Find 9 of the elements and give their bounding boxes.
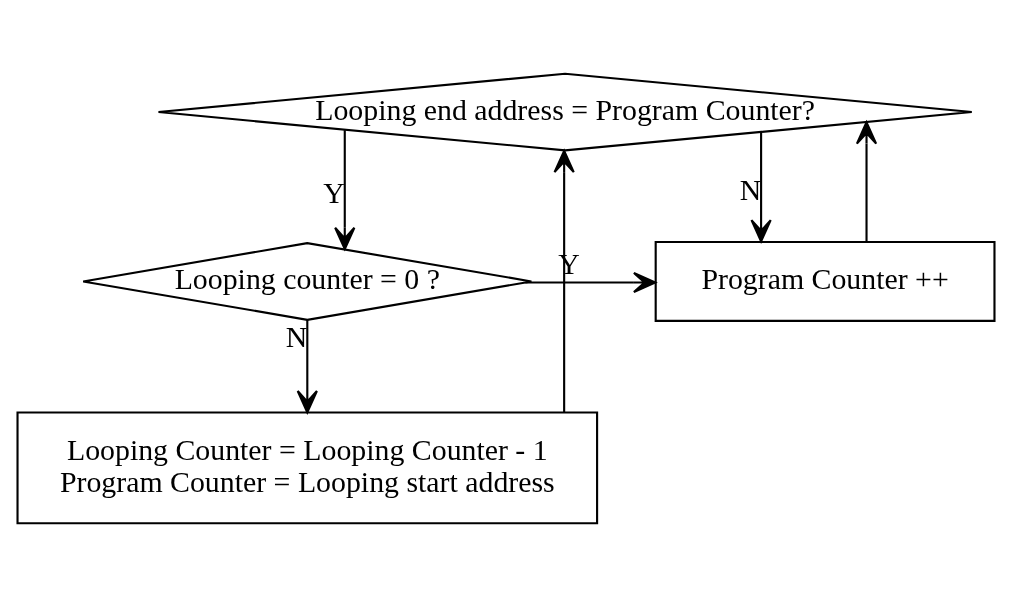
arrow: [333, 130, 355, 251]
edge-label: Y: [322, 175, 345, 209]
node-box: Program Counter ++: [654, 240, 996, 322]
node-diamond: Looping counter = 0 ?: [81, 242, 532, 321]
arrow: [524, 271, 656, 294]
arrow: [855, 121, 877, 242]
node-box: Looping Counter = Looping Counter - 1 Program Counter = Looping start address: [15, 411, 598, 525]
arrow: [553, 149, 575, 413]
node-diamond: Looping end address = Program Counter?: [156, 72, 973, 152]
